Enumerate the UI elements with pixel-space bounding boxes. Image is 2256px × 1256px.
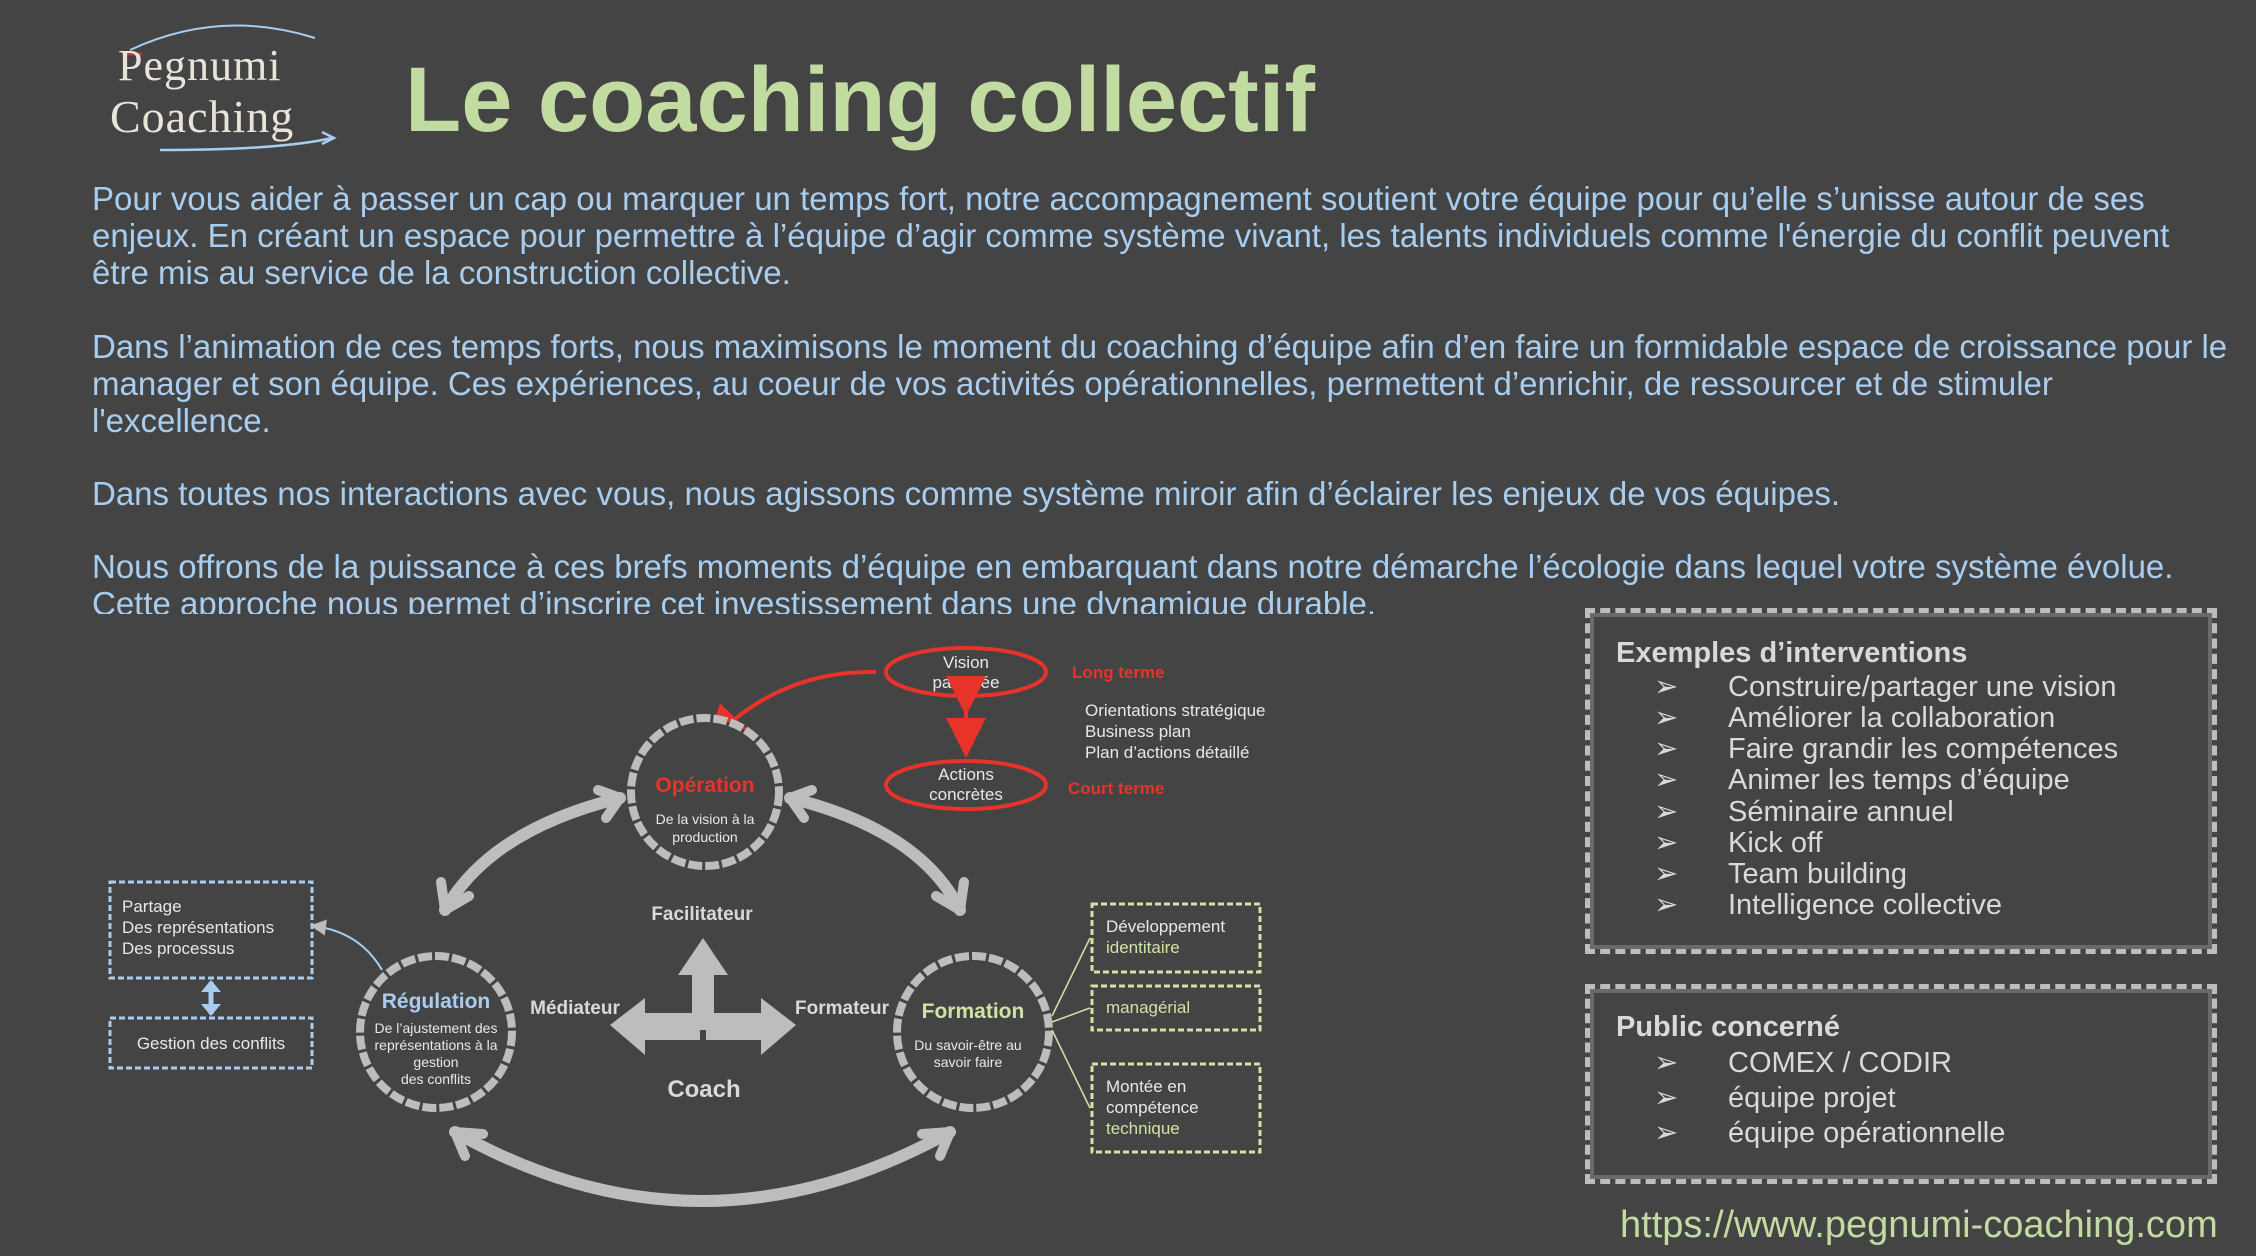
- logo-text-line1: Pegnumi: [118, 41, 282, 90]
- developpement-line1: Développement: [1106, 917, 1225, 936]
- formation-title: Formation: [922, 1000, 1025, 1023]
- montee-line1: Montée en: [1106, 1077, 1186, 1096]
- orientations-line1: Orientations stratégique: [1085, 701, 1266, 720]
- gestion-box: [108, 1016, 314, 1070]
- developpement-line2: identitaire: [1106, 938, 1180, 957]
- public-heading: Public concerné: [1616, 1011, 1841, 1043]
- actions-ellipse: [884, 759, 1048, 811]
- operation-circle: [627, 714, 783, 870]
- managerial-box: [1090, 984, 1262, 1032]
- logo-text-line2: Coaching: [110, 91, 295, 142]
- regulation-title: Régulation: [382, 990, 491, 1013]
- mediateur-label: Médiateur: [530, 998, 620, 1019]
- bullet-arrow-icon: ➢: [1654, 671, 1679, 703]
- regulation-desc-line3: gestion: [413, 1054, 458, 1070]
- operation-formation-arc: [784, 792, 966, 916]
- regulation-desc-line2: représentations à la: [375, 1037, 498, 1053]
- partage-line1: Partage: [122, 897, 182, 916]
- gestion-label: Gestion des conflits: [137, 1034, 285, 1053]
- operation-title: Opération: [655, 774, 754, 797]
- managerial-label: managérial: [1106, 998, 1190, 1017]
- example-item: ➢Intelligence collective: [1654, 889, 2003, 921]
- court-terme-label: Court terme: [1068, 779, 1164, 798]
- bullet-arrow-icon: ➢: [1654, 1047, 1679, 1079]
- operation-desc-line1: De la vision à la: [656, 811, 755, 827]
- bullet-arrow-icon: ➢: [1654, 1117, 1679, 1149]
- intro-paragraph-1: Pour vous aider à passer un cap ou marqu…: [92, 180, 2170, 291]
- vision-label-line1: Vision: [943, 653, 989, 672]
- montee-box: [1090, 1062, 1262, 1154]
- bullet-arrow-icon: ➢: [1654, 827, 1679, 859]
- example-item: ➢Construire/partager une vision: [1654, 671, 2117, 703]
- intro-paragraph-2: Dans l’animation de ces temps forts, nou…: [92, 328, 2228, 439]
- bullet-arrow-icon: ➢: [1654, 858, 1679, 890]
- actions-label-line2: concrètes: [929, 785, 1003, 804]
- example-item: ➢Team building: [1654, 858, 1907, 890]
- actions-label-line1: Actions: [938, 765, 994, 784]
- partage-line3: Des processus: [122, 939, 234, 958]
- coach-label: Coach: [667, 1076, 740, 1103]
- intro-paragraph-4: Nous offrons de la puissance à ces brefs…: [92, 548, 2174, 614]
- formation-desc-line2: savoir faire: [934, 1054, 1003, 1070]
- example-item: ➢Animer les temps d’équipe: [1654, 764, 2070, 796]
- coaching-diagram: Vision partagée Actions concrètes Long t…: [108, 646, 1266, 1207]
- public-item: ➢équipe opérationnelle: [1654, 1117, 2006, 1149]
- public-item: ➢COMEX / CODIR: [1654, 1047, 1952, 1079]
- example-item: ➢Améliorer la collaboration: [1654, 702, 2056, 734]
- bullet-arrow-icon: ➢: [1654, 889, 1679, 921]
- coach-arrows: [610, 938, 796, 1055]
- examples-box: Exemples d’interventions ➢Construire/par…: [1585, 608, 2217, 954]
- formateur-label: Formateur: [795, 998, 890, 1019]
- examples-heading: Exemples d’interventions: [1616, 637, 1968, 669]
- regulation-formation-arc: [449, 1126, 956, 1207]
- website-link[interactable]: https://www.pegnumi-coaching.com: [1620, 1204, 2218, 1246]
- operation-regulation-arc: [439, 792, 626, 916]
- bullet-arrow-icon: ➢: [1654, 796, 1679, 828]
- example-item: ➢Kick off: [1654, 827, 1823, 859]
- public-item: ➢équipe projet: [1654, 1082, 1896, 1114]
- partage-box: [108, 880, 314, 980]
- formation-circle: [893, 952, 1053, 1112]
- example-item: ➢Séminaire annuel: [1654, 796, 1954, 828]
- bullet-arrow-icon: ➢: [1654, 702, 1679, 734]
- orientations-line2: Business plan: [1085, 722, 1191, 741]
- long-terme-label: Long terme: [1072, 663, 1165, 682]
- public-box: Public concerné ➢COMEX / CODIR ➢équipe p…: [1585, 984, 2217, 1184]
- montee-line3: technique: [1106, 1119, 1180, 1138]
- orientations-line3: Plan d’actions détaillé: [1085, 743, 1249, 762]
- developpement-box: [1090, 902, 1262, 974]
- operation-desc-line2: production: [672, 829, 737, 845]
- formation-desc-line1: Du savoir-être au: [914, 1037, 1021, 1053]
- example-item: ➢Faire grandir les compétences: [1654, 733, 2119, 765]
- regulation-circle: [356, 952, 516, 1112]
- regulation-desc-line4: des conflits: [401, 1071, 471, 1087]
- vision-label-line2: partagée: [932, 673, 999, 692]
- logo-swoosh: [122, 24, 337, 152]
- intro-paragraph-3: Dans toutes nos interactions avec vous, …: [92, 475, 1841, 512]
- regulation-desc-line1: De l’ajustement des: [375, 1020, 498, 1036]
- bullet-arrow-icon: ➢: [1654, 764, 1679, 796]
- partage-line2: Des représentations: [122, 918, 274, 937]
- bullet-arrow-icon: ➢: [1654, 1082, 1679, 1114]
- facilitateur-label: Facilitateur: [651, 904, 753, 925]
- bullet-arrow-icon: ➢: [1654, 733, 1679, 765]
- page-title: Le coaching collectif: [405, 49, 1315, 151]
- montee-line2: compétence: [1106, 1098, 1199, 1117]
